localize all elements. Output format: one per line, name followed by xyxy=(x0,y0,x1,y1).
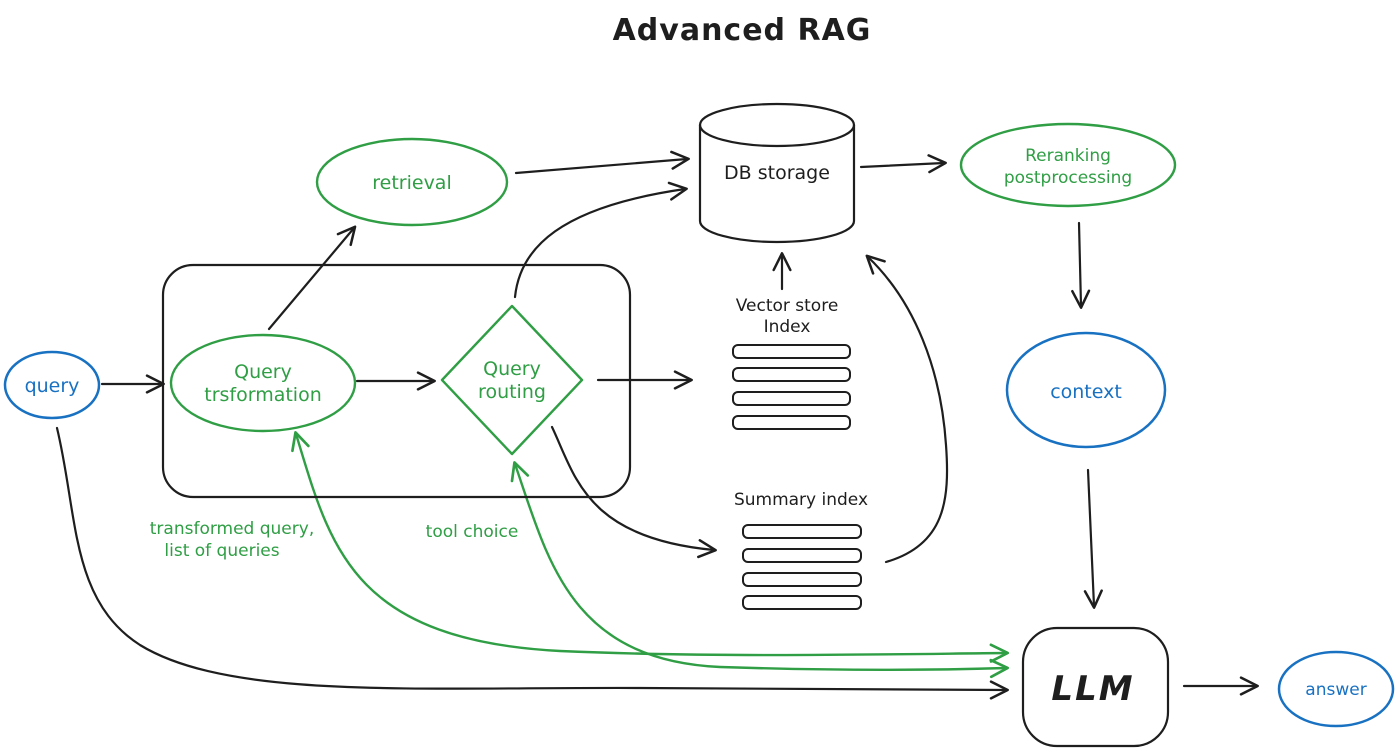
arrow-llm-routing-feedback xyxy=(510,461,1009,679)
arrow-db-to-reranking xyxy=(859,154,947,174)
node-vector-store-index: Vector store Index xyxy=(732,296,851,430)
vector-index-bar xyxy=(732,415,851,430)
query-transformation-label-line1: Query xyxy=(234,361,292,383)
retrieval-label: retrieval xyxy=(372,172,451,194)
node-reranking: Reranking postprocessing xyxy=(959,122,1177,208)
transformed-query-label-line2: list of queries xyxy=(164,541,279,561)
summary-index-bar xyxy=(742,595,862,610)
query-transformation-ellipse xyxy=(169,333,357,433)
connectors-black xyxy=(55,150,1259,700)
summary-index-bar xyxy=(742,572,862,587)
node-answer: answer xyxy=(1277,650,1395,728)
answer-label: answer xyxy=(1305,680,1366,700)
query-transformation-label-line2: trsformation xyxy=(204,384,322,406)
vector-index-bar xyxy=(732,391,851,406)
diagram-title: Advanced RAG xyxy=(613,13,872,48)
node-query-routing: Query routing xyxy=(440,304,584,456)
transformed-query-label-line1: transformed query, xyxy=(150,519,314,539)
query-processing-container xyxy=(161,263,632,499)
reranking-label-line2: postprocessing xyxy=(1004,168,1132,188)
context-ellipse xyxy=(1005,331,1167,449)
db-cylinder-top xyxy=(698,102,856,148)
node-llm: LLM xyxy=(1021,626,1170,748)
reranking-ellipse xyxy=(959,122,1177,208)
vector-index-bar xyxy=(732,344,851,359)
arrow-context-to-llm xyxy=(1083,468,1103,609)
node-context: context xyxy=(1005,331,1167,449)
arrow-reranking-to-context xyxy=(1071,221,1091,309)
query-label: query xyxy=(25,375,80,397)
query-routing-label-line2: routing xyxy=(478,381,546,403)
arrow-summary-index-to-db xyxy=(865,254,949,564)
tool-choice-label: tool choice xyxy=(426,522,519,542)
query-routing-label-line1: Query xyxy=(483,358,541,380)
llm-box xyxy=(1021,626,1170,748)
llm-label: LLM xyxy=(1051,669,1134,709)
edge-annotations: transformed query, list of queries tool … xyxy=(150,519,519,561)
summary-index-bar xyxy=(742,548,862,563)
retrieval-ellipse xyxy=(315,137,509,227)
db-storage-label: DB storage xyxy=(724,162,830,184)
query-ellipse xyxy=(3,350,101,420)
vector-store-index-label-line1: Vector store xyxy=(736,296,839,316)
arrow-routing-to-summary-index xyxy=(550,425,717,559)
answer-ellipse xyxy=(1277,650,1395,728)
arrow-llm-transformation-feedback xyxy=(291,431,1009,663)
node-retrieval: retrieval xyxy=(315,137,509,227)
vector-store-index-label-line2: Index xyxy=(764,317,811,337)
node-db-storage: DB storage xyxy=(698,102,856,244)
connectors-green xyxy=(291,431,1009,679)
reranking-label-line1: Reranking xyxy=(1025,146,1111,166)
arrow-retrieval-to-db xyxy=(514,150,690,175)
summary-index-label: Summary index xyxy=(734,490,868,510)
summary-index-bar xyxy=(742,524,862,539)
node-summary-index: Summary index xyxy=(734,490,868,610)
db-cylinder-body xyxy=(698,123,856,244)
node-query: query xyxy=(3,350,101,420)
arrow-transformation-to-retrieval xyxy=(267,225,357,331)
arrow-routing-to-db xyxy=(513,181,688,299)
arrow-query-to-llm xyxy=(55,426,1009,700)
query-routing-diamond xyxy=(440,304,584,456)
vector-index-bar xyxy=(732,367,851,382)
context-label: context xyxy=(1050,381,1122,403)
node-query-transformation: Query trsformation xyxy=(169,333,357,433)
